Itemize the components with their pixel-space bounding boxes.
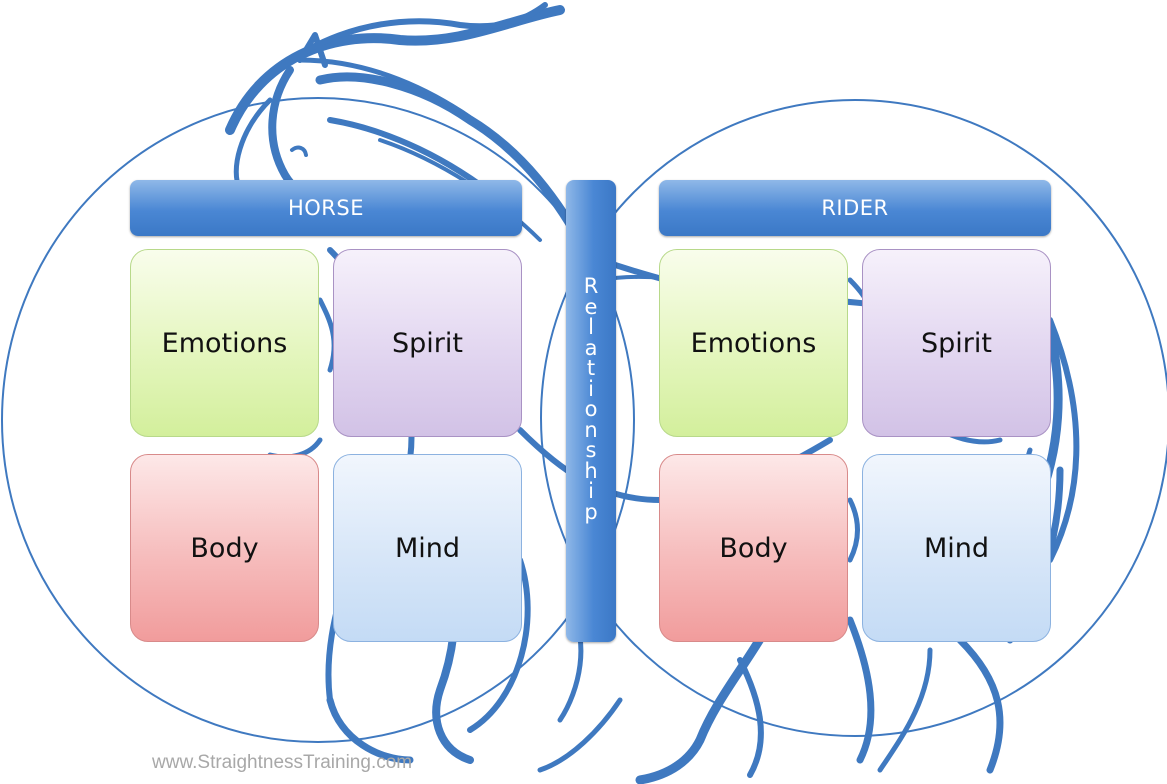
rider-mind-box: Mind <box>862 454 1051 642</box>
relationship-letter: t <box>586 356 596 380</box>
horse-hind-leg <box>537 697 623 773</box>
relationship-letter: h <box>584 458 598 483</box>
horse-spirit-box: Spirit <box>333 249 522 437</box>
website-watermark: www.StraightnessTraining.com <box>152 752 413 773</box>
relationship-letter: n <box>584 417 598 442</box>
horse-emotions-label: Emotions <box>161 327 288 359</box>
horse-front-hoof <box>326 696 414 764</box>
horse-body-box: Body <box>130 454 319 642</box>
rider-spirit-box: Spirit <box>862 249 1051 437</box>
rider-body-label: Body <box>719 532 788 564</box>
relationship-letter: i <box>588 376 594 401</box>
horse-eye <box>290 145 308 157</box>
rider-emotions-box: Emotions <box>659 249 848 437</box>
horse-hind-leg <box>956 636 1004 774</box>
horse-strand <box>317 297 337 373</box>
horse-spirit-label: Spirit <box>392 327 463 359</box>
horse-body-label: Body <box>190 532 259 564</box>
horse-header: HORSE <box>130 180 522 236</box>
horse-mane-strand <box>237 2 548 113</box>
horse-hind-leg <box>877 647 933 773</box>
rider-mind-label: Mind <box>923 532 990 564</box>
horse-emotions-box: Emotions <box>130 249 319 437</box>
horse-mind-box: Mind <box>333 454 522 642</box>
rider-header: RIDER <box>659 180 1051 236</box>
relationship-letter: R <box>583 274 599 298</box>
horse-tail-strand <box>1047 317 1080 563</box>
relationship-letter: p <box>584 499 598 524</box>
horse-header-label: HORSE <box>287 196 364 220</box>
rider-spirit-label: Spirit <box>921 327 992 359</box>
relationship-letter: i <box>588 479 594 503</box>
horse-hind-leg <box>737 657 764 778</box>
relationship-letter: l <box>588 315 594 339</box>
rider-circle <box>540 99 1167 737</box>
relationship-letter: s <box>585 438 597 462</box>
rider-body-box: Body <box>659 454 848 642</box>
horse-circle <box>1 97 635 743</box>
relationship-letter: o <box>584 397 598 421</box>
horse-front-leg <box>467 557 531 733</box>
relationship-letter: e <box>584 294 598 319</box>
horse-strand <box>847 497 860 563</box>
rider-header-label: RIDER <box>821 196 889 220</box>
horse-ear <box>297 32 328 68</box>
horse-mind-label: Mind <box>394 532 461 564</box>
horse-hind-leg <box>846 616 875 764</box>
rider-emotions-label: Emotions <box>690 327 817 359</box>
relationship-letter: a <box>584 335 598 360</box>
horse-mane-strand <box>297 57 523 163</box>
